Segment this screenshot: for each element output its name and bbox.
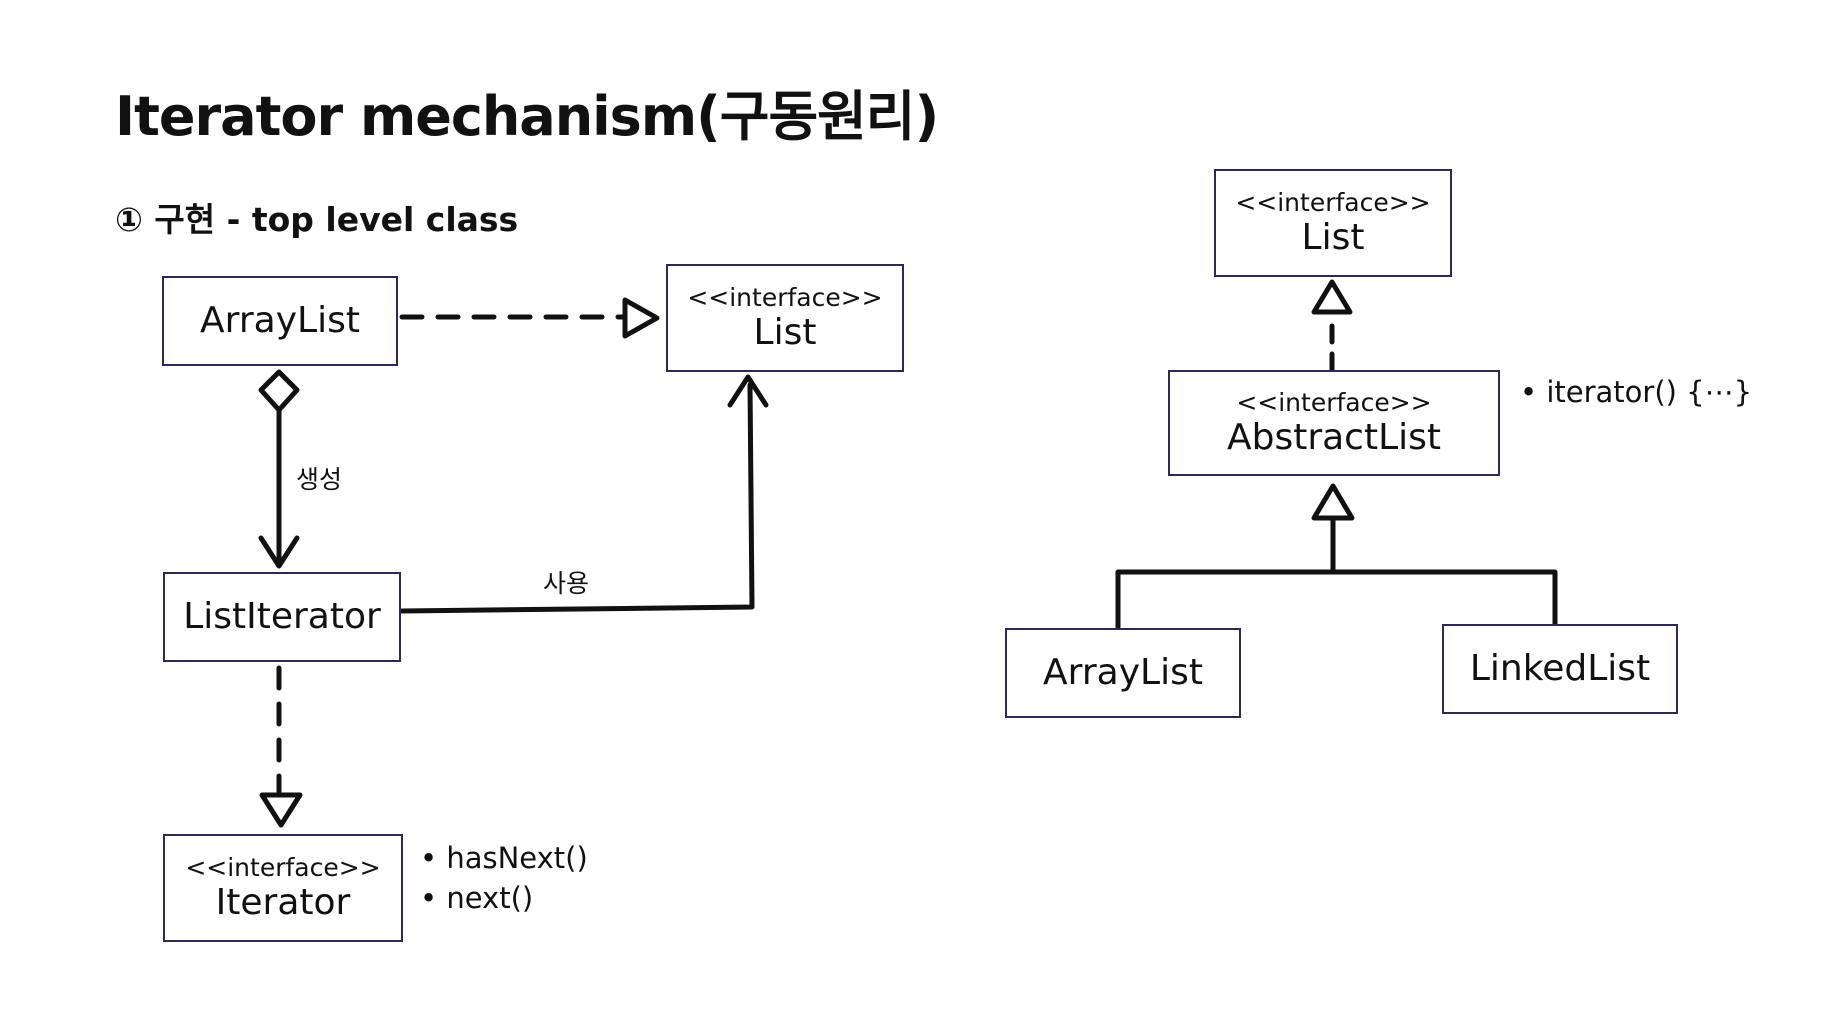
edge-generalization-bus [1115, 569, 1558, 630]
page-title: Iterator mechanism(구동원리) [115, 85, 939, 148]
box-arraylist-left: ArrayList [162, 276, 398, 366]
box-list-left-stereotype: <<interface>> [687, 282, 883, 312]
box-list-left: <<interface>> List [666, 264, 904, 372]
edge-use-arrowhead [727, 374, 769, 408]
box-abstractlist-name: AbstractList [1226, 416, 1442, 458]
box-arraylist-right: ArrayList [1005, 628, 1241, 718]
box-iterator-stereotype: <<interface>> [185, 852, 381, 882]
abstractlist-note: • iterator() {⋯} [1520, 375, 1753, 409]
box-arraylist-left-name: ArrayList [200, 300, 360, 341]
box-listiterator: ListIterator [163, 572, 401, 662]
section-title: ① 구현 - top level class [115, 200, 519, 239]
box-linkedlist: LinkedList [1442, 624, 1678, 714]
box-arraylist-right-name: ArrayList [1043, 652, 1203, 693]
edge-abstractlist-realizes-list-arrowhead [1311, 279, 1353, 315]
box-list-left-name: List [753, 311, 817, 353]
edge-generalization-arrowhead [1311, 483, 1355, 521]
box-list-right-name: List [1301, 216, 1365, 258]
box-list-right-stereotype: <<interface>> [1235, 187, 1431, 217]
box-abstractlist: <<interface>> AbstractList [1168, 370, 1500, 476]
label-create: 생성 [296, 465, 343, 494]
box-linkedlist-name: LinkedList [1469, 648, 1651, 689]
box-listiterator-name: ListIterator [183, 596, 381, 637]
edge-use-line [399, 382, 755, 614]
iterator-methods-note: • hasNext() • next() [420, 838, 588, 918]
box-list-right: <<interface>> List [1214, 169, 1452, 277]
edge-arraylist-realizes-list-arrowhead [622, 297, 660, 339]
iterator-method-hasnext: • hasNext() [420, 841, 588, 875]
box-iterator-name: Iterator [215, 881, 351, 923]
box-iterator: <<interface>> Iterator [163, 834, 403, 942]
edge-create-arrowhead [258, 535, 300, 569]
iterator-method-next: • next() [420, 881, 534, 915]
box-abstractlist-stereotype: <<interface>> [1236, 387, 1432, 417]
edge-create-diamond [258, 369, 300, 413]
label-use: 사용 [543, 569, 590, 598]
edge-listiterator-realizes-iterator-arrowhead [259, 792, 303, 828]
